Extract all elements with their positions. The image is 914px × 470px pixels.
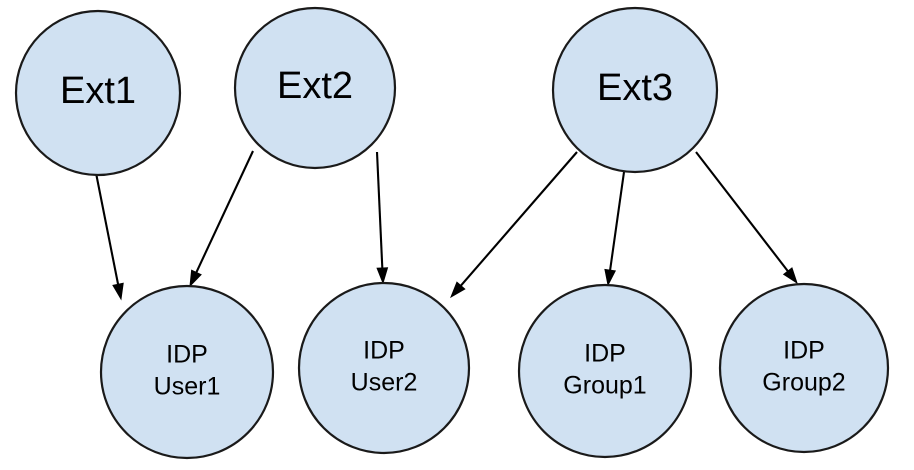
edge-ext1-to-idp-user1 [94, 172, 124, 301]
arrowhead-icon [112, 282, 124, 301]
node-label-line2: User2 [351, 369, 418, 397]
node-label-line2: Group1 [563, 372, 646, 400]
node-idp-user1[interactable]: IDP User1 [99, 284, 275, 460]
node-shape[interactable] [233, 6, 397, 170]
edge-shaft [608, 171, 626, 273]
arrowhead-icon [376, 267, 389, 285]
node-ext1[interactable]: Ext1 [14, 9, 182, 177]
edge-shaft [94, 172, 120, 287]
node-label: Ext2 [277, 65, 353, 107]
edge-shaft [375, 151, 384, 271]
node-idp-user2[interactable]: IDP User2 [297, 281, 471, 455]
node-ext2[interactable]: Ext2 [233, 6, 397, 170]
edge-ext2-to-idp-user1 [189, 150, 254, 288]
node-idp-group2[interactable]: IDP Group2 [718, 282, 890, 454]
node-shape[interactable] [14, 9, 182, 177]
node-shape[interactable] [99, 284, 275, 460]
node-shape[interactable] [297, 281, 471, 455]
edge-shaft [458, 151, 578, 289]
node-shape[interactable] [718, 282, 890, 454]
edge-ext3-to-idp-group1 [604, 171, 626, 287]
arrowhead-icon [449, 281, 466, 299]
node-label: Ext3 [597, 67, 673, 109]
node-label-line1: IDP [584, 340, 626, 368]
node-idp-group1[interactable]: IDP Group1 [517, 283, 693, 459]
edge-ext3-to-idp-group2 [695, 151, 798, 285]
node-label: Ext1 [60, 70, 136, 112]
arrowhead-icon [189, 269, 202, 288]
edge-shaft [194, 150, 254, 276]
node-shape[interactable] [551, 6, 719, 174]
node-label-line1: IDP [166, 341, 208, 369]
node-shape[interactable] [517, 283, 693, 459]
edge-layer [94, 150, 798, 301]
node-label-line2: User1 [154, 373, 221, 401]
node-ext3[interactable]: Ext3 [551, 6, 719, 174]
node-label-line1: IDP [363, 337, 405, 365]
arrowhead-icon [604, 268, 617, 287]
arrowhead-icon [782, 267, 798, 285]
edge-shaft [695, 151, 791, 274]
node-label-line1: IDP [783, 337, 825, 365]
node-label-line2: Group2 [762, 369, 845, 397]
edge-ext3-to-idp-user2 [449, 151, 578, 299]
edge-ext2-to-idp-user2 [375, 151, 389, 285]
